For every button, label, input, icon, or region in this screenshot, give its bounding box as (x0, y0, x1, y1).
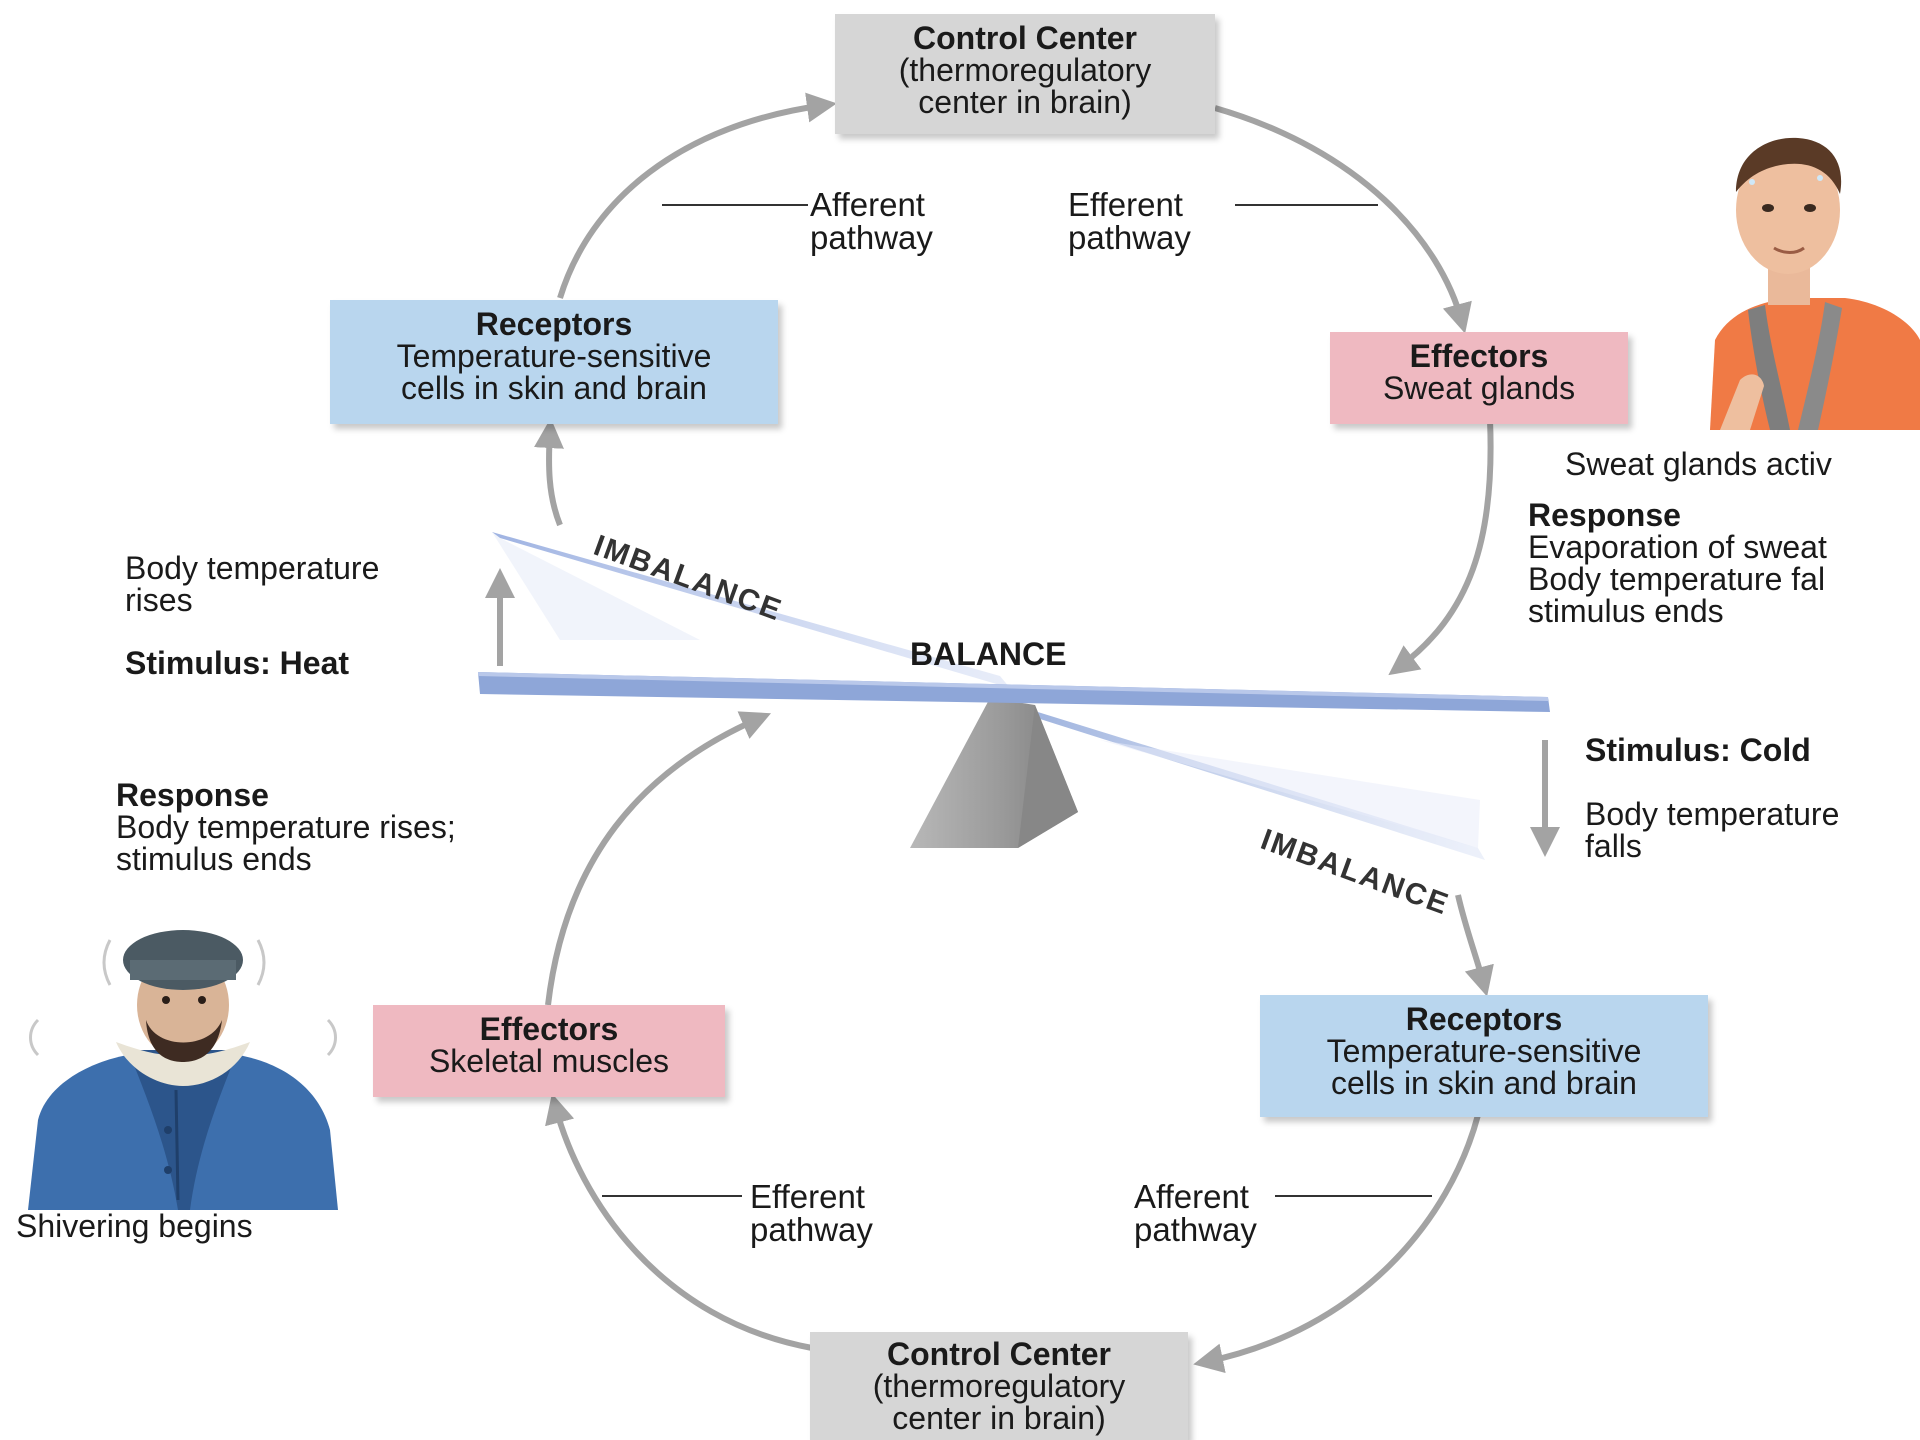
beam-imbalance-upper (492, 532, 1010, 688)
arrow-beam-to-receptors-lower (1455, 894, 1494, 997)
control-center-box-top: Control Center (thermoregulatory center … (835, 14, 1215, 134)
arrow-beam-to-receptors-upper (533, 418, 564, 527)
control-center-line: center in brain) (918, 84, 1132, 120)
control-center-box-bottom: Control Center (thermoregulatory center … (810, 1332, 1188, 1440)
receptors-line: cells in skin and brain (401, 370, 707, 406)
balance-label: BALANCE (910, 636, 1067, 672)
effectors-line: Sweat glands (1382, 370, 1576, 406)
receptors-title: Receptors (475, 306, 633, 342)
cold-change-label: Body temperature falls (1585, 796, 1840, 864)
sweating-person-illustration (1710, 137, 1920, 430)
receptors-box-lower: Receptors Temperature-sensitive cells in… (1260, 995, 1708, 1117)
receptors-title: Receptors (1405, 1001, 1563, 1037)
effectors-title: Effectors (1409, 338, 1549, 374)
heat-change-label: Body temperature rises (125, 550, 380, 618)
cold-response: Response Body temperature rises; stimulu… (116, 777, 456, 877)
heat-response: Response Evaporation of sweat Body tempe… (1528, 497, 1827, 629)
control-center-title: Control Center (887, 1336, 1111, 1372)
response-title: Response (1528, 497, 1681, 533)
control-center-line: center in brain) (892, 1400, 1106, 1436)
response-title: Response (116, 777, 269, 813)
shivering-person-illustration (28, 930, 338, 1210)
control-center-line: (thermoregulatory (898, 52, 1152, 88)
effectors-box-sweat: Effectors Sweat glands (1330, 332, 1628, 424)
arrow-receptors-to-control-lower (1193, 1114, 1481, 1374)
afferent-pathway-label-top: Afferent pathway (810, 186, 933, 256)
arrow-effectors-to-beam-upper (1388, 419, 1494, 676)
sweat-caption: Sweat glands activ (1565, 446, 1832, 482)
effectors-line: Skeletal muscles (428, 1043, 670, 1079)
arrow-control-to-effectors-upper (1214, 105, 1472, 334)
efferent-pathway-label-top: Efferent pathway (1068, 186, 1191, 256)
shivering-caption: Shivering begins (16, 1208, 253, 1244)
control-center-line: (thermoregulatory (872, 1368, 1126, 1404)
arrow-receptors-to-control-upper (557, 92, 837, 299)
receptors-box-upper: Receptors Temperature-sensitive cells in… (330, 300, 778, 424)
effectors-box-muscle: Effectors Skeletal muscles (373, 1005, 725, 1097)
afferent-pathway-label-bottom: Afferent pathway (1134, 1178, 1257, 1248)
stimulus-heat-label: Stimulus: Heat (125, 645, 350, 681)
efferent-pathway-label-bottom: Efferent pathway (750, 1178, 873, 1248)
arrow-effectors-to-beam-lower (545, 711, 772, 1006)
receptors-line: cells in skin and brain (1331, 1065, 1637, 1101)
arrow-control-to-effectors-lower (545, 1093, 813, 1351)
receptors-line: Temperature-sensitive (396, 338, 712, 374)
control-center-title: Control Center (913, 20, 1137, 56)
stimulus-cold-label: Stimulus: Cold (1585, 732, 1811, 768)
effectors-title: Effectors (479, 1011, 619, 1047)
receptors-line: Temperature-sensitive (1326, 1033, 1642, 1069)
